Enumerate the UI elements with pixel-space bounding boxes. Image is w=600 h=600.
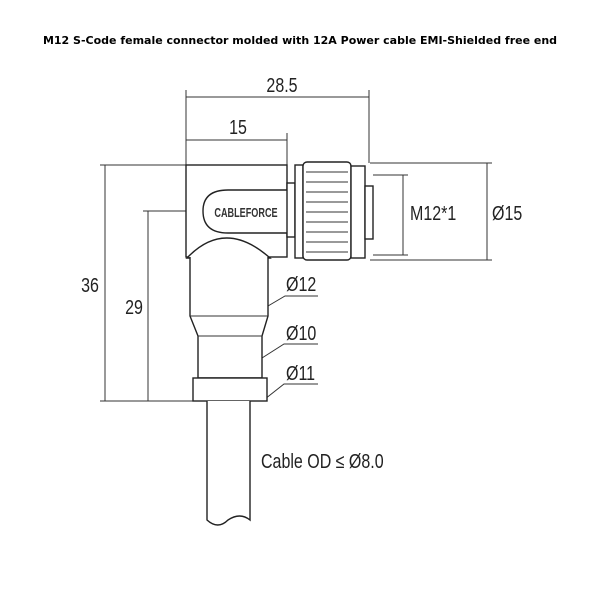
dim-overall-length: 28.5	[266, 74, 297, 96]
cable-od-note: Cable OD ≤ Ø8.0	[261, 450, 384, 472]
dim-collar-diameter: Ø11	[286, 362, 315, 384]
dim-body-length: 15	[229, 116, 247, 138]
dimension-labels: 28.5 15 36 29 M12*1 Ø15 Ø12 Ø10 Ø11 Cabl…	[81, 74, 522, 472]
dimension-lines	[100, 90, 492, 402]
connector-body	[185, 161, 374, 526]
dim-overall-height: 36	[81, 274, 99, 296]
brand-label: CABLEFORCE	[214, 207, 278, 221]
dim-body-height: 29	[125, 296, 143, 318]
dim-thread: M12*1	[410, 202, 456, 224]
dim-body-diameter: Ø12	[286, 273, 316, 295]
dim-nut-diameter: Ø15	[492, 202, 522, 224]
drawing-title: M12 S-Code female connector molded with …	[42, 34, 558, 47]
dim-neck-diameter: Ø10	[286, 322, 316, 344]
